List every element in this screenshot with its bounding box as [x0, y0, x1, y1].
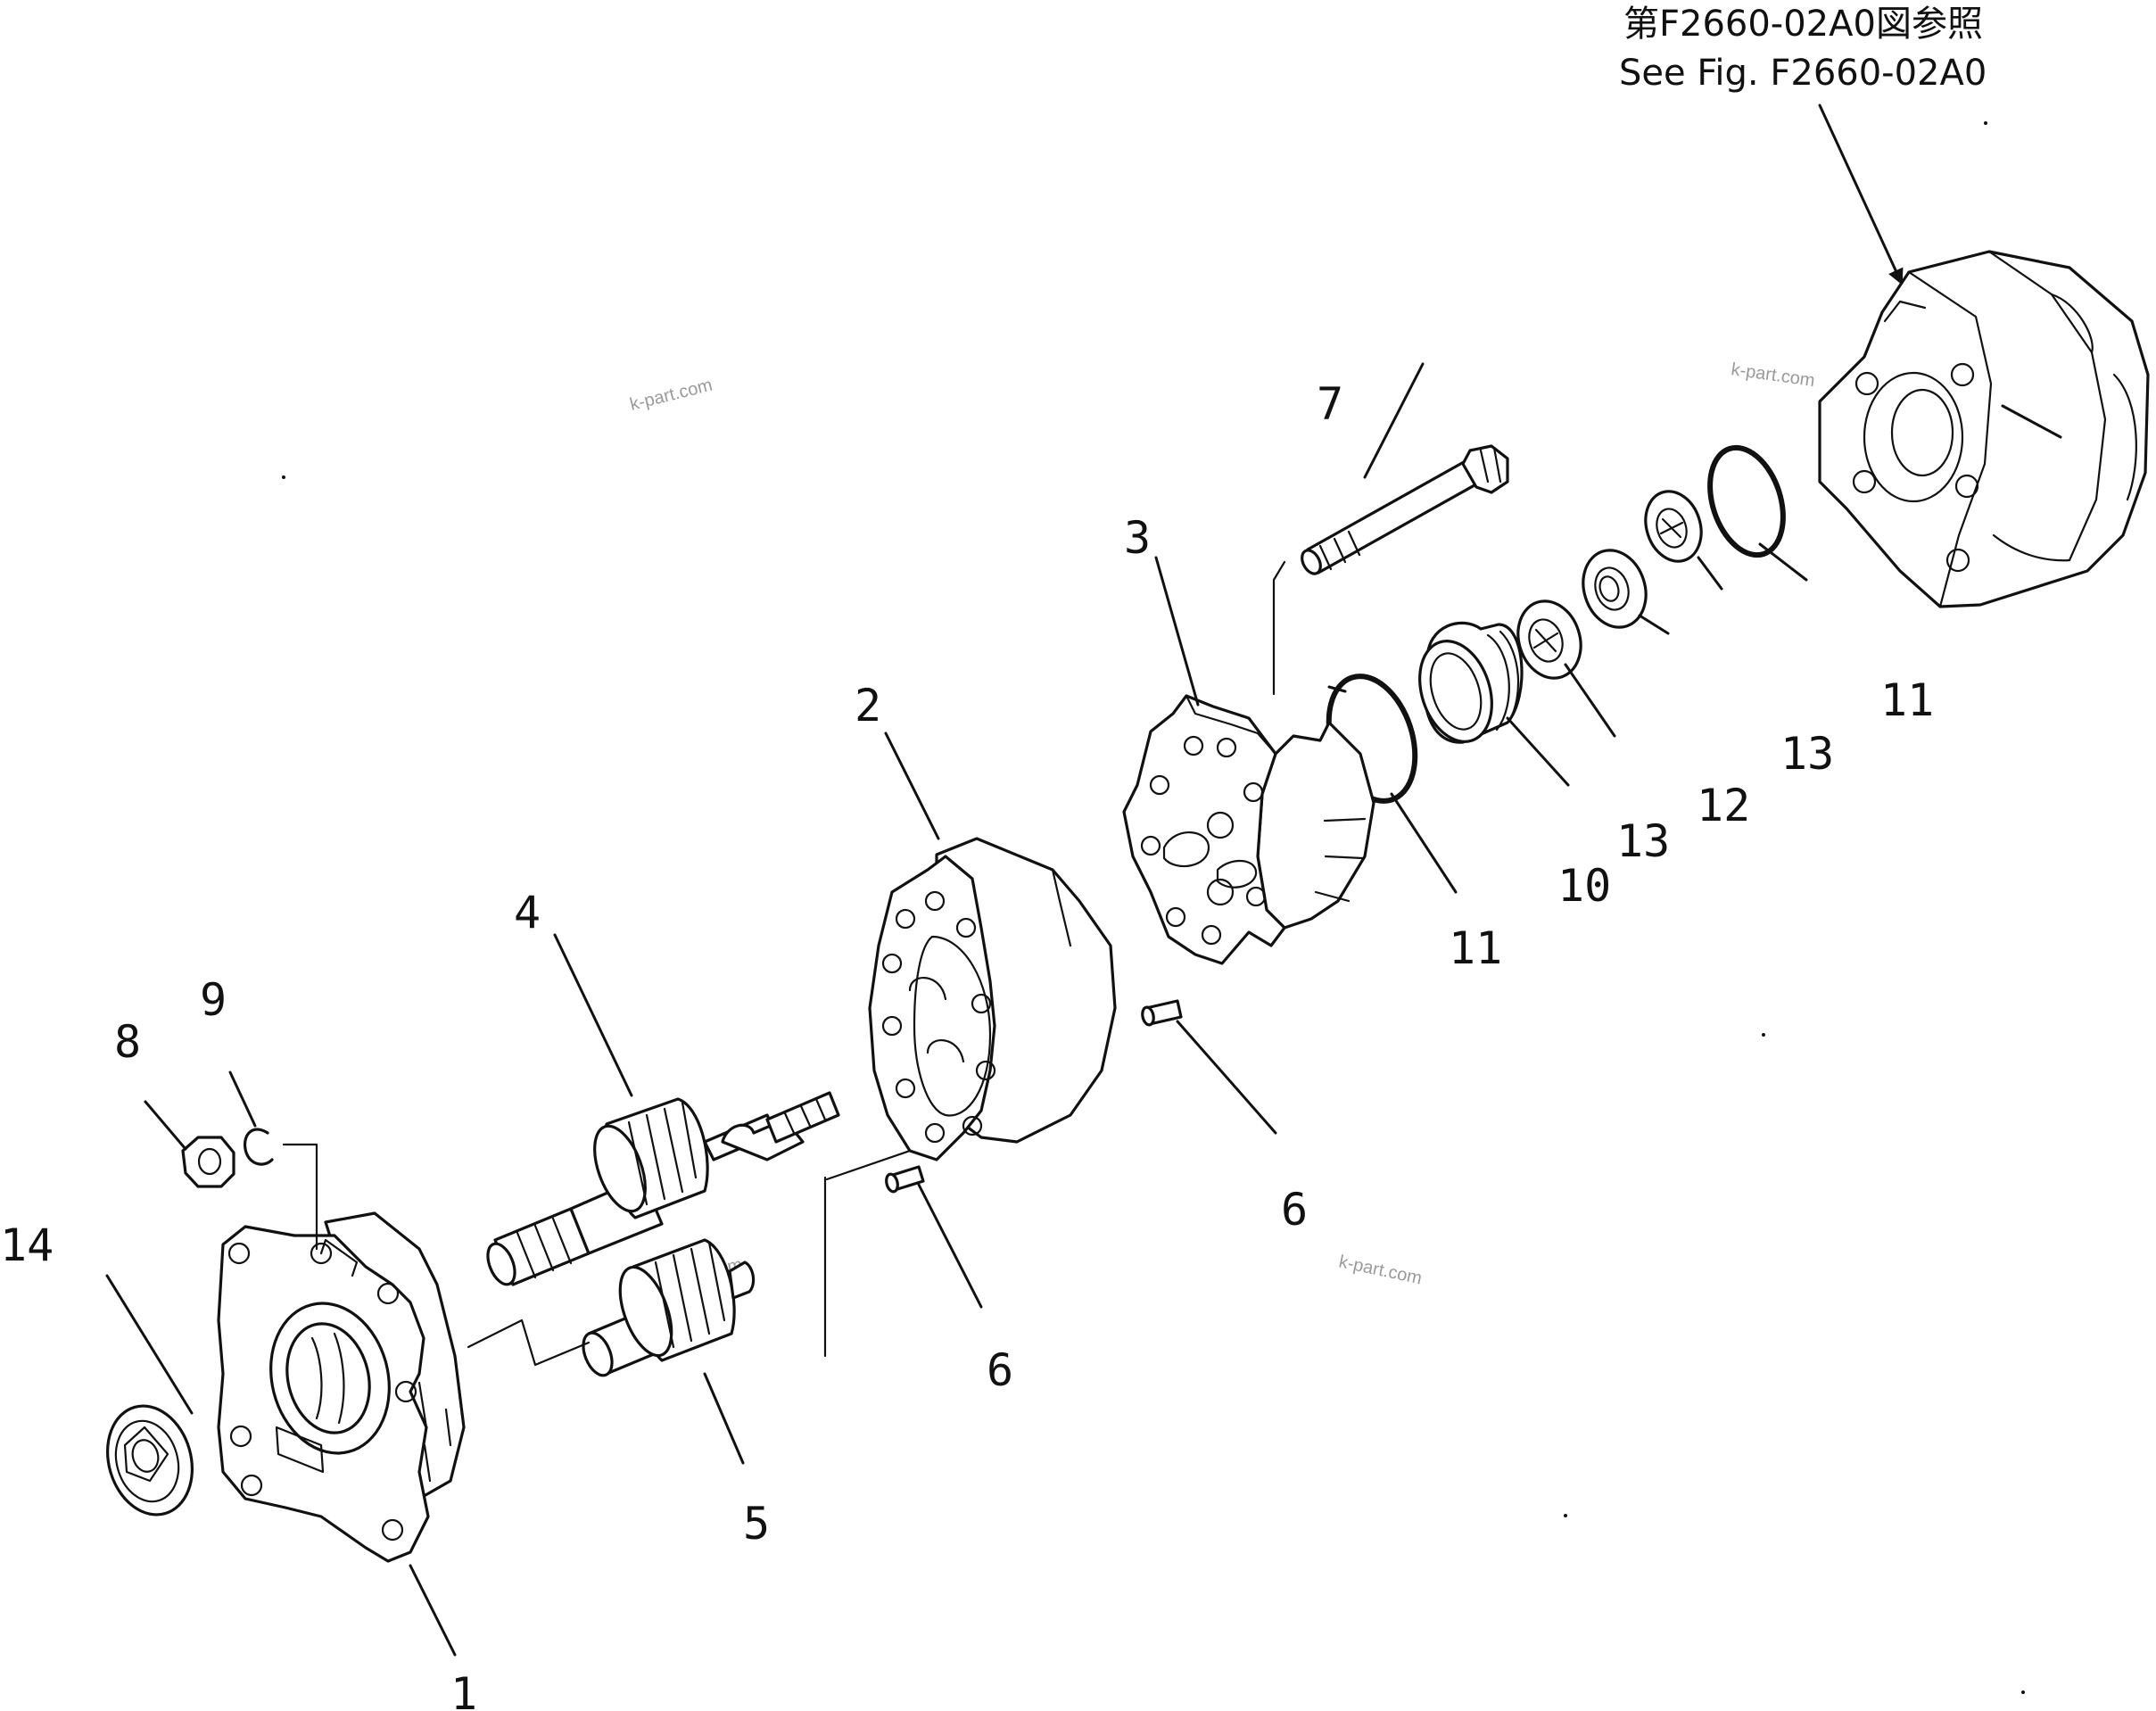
watermark: k-part.com — [1730, 360, 1816, 391]
callout-label: 6 — [987, 1344, 1013, 1396]
callout-label: 13 — [1780, 728, 1834, 780]
callout-label: 1 — [450, 1668, 477, 1711]
callout-label: 6 — [1281, 1184, 1308, 1236]
part-bearing-middle — [1516, 599, 1582, 680]
callout-label: 3 — [1124, 512, 1151, 564]
part-seal — [1582, 549, 1648, 629]
reference-japanese: 第F2660-02A0図参照 — [1623, 4, 1983, 45]
callout-label: 8 — [114, 1016, 141, 1068]
part-drive-shaft — [486, 1091, 840, 1286]
part-oil-seal — [105, 1404, 194, 1517]
part-bearing-right — [1644, 490, 1703, 563]
reference-english: See Fig. F2660-02A0 — [1619, 53, 1987, 94]
callout-label: 11 — [1880, 674, 1934, 726]
pump-housing-reference — [1818, 250, 2150, 608]
callout-label: 14 — [0, 1219, 54, 1271]
callout-label: 4 — [514, 887, 541, 938]
part-o-ring-right — [1707, 444, 1786, 558]
part-driven-gear — [582, 1238, 756, 1377]
part-front-cover — [217, 1211, 466, 1563]
callout-label: 13 — [1616, 815, 1670, 867]
part-bushing — [1418, 621, 1524, 744]
callout-label: 5 — [743, 1498, 770, 1550]
callout-label: 12 — [1697, 780, 1750, 831]
scan-specks — [282, 121, 2025, 1694]
callout-label: 11 — [1449, 922, 1502, 974]
callout-label: 7 — [1317, 378, 1343, 430]
part-dowel-pin-right — [1141, 999, 1183, 1027]
callout-label: 9 — [200, 974, 227, 1026]
callout-label: 2 — [855, 680, 881, 732]
watermark: k-part.com — [628, 376, 715, 415]
leader-lines — [105, 362, 2062, 1657]
watermark: k-part.com — [1337, 1252, 1424, 1288]
callout-label: 10 — [1557, 860, 1611, 912]
part-dowel-pin-left — [885, 1165, 925, 1194]
part-washer — [244, 1128, 274, 1166]
assembly-centerlines — [282, 560, 1286, 1367]
part-bolt — [1301, 444, 1509, 575]
reference-arrow — [1818, 103, 1904, 285]
part-nut — [181, 1136, 235, 1188]
part-gear-housing — [868, 837, 1117, 1161]
part-cover-plate — [1122, 694, 1375, 965]
